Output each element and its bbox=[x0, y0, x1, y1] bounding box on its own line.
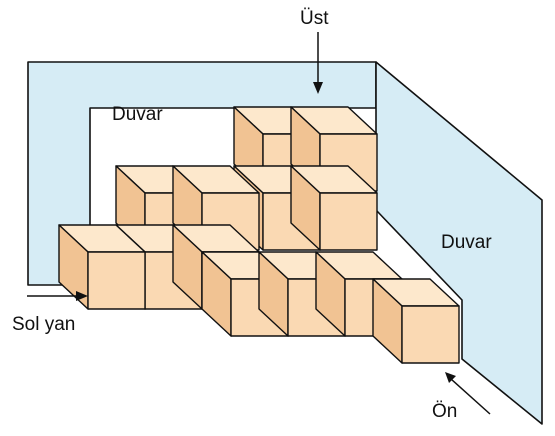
cube-front-face bbox=[319, 192, 378, 251]
cube-front-face bbox=[87, 251, 146, 310]
cube bbox=[290, 165, 378, 251]
back-wall-label: Duvar bbox=[112, 104, 163, 125]
left-side-label: Sol yan bbox=[12, 314, 75, 335]
front-label: Ön bbox=[432, 401, 457, 422]
right-wall-label: Duvar bbox=[441, 232, 492, 253]
front-arrow bbox=[445, 372, 491, 415]
top-label: Üst bbox=[300, 8, 329, 29]
cube-front-face bbox=[401, 305, 460, 364]
top-arrow bbox=[313, 32, 323, 94]
cube-stack bbox=[58, 106, 460, 364]
cube bbox=[372, 278, 460, 364]
cube bbox=[58, 224, 146, 310]
left-side-arrow bbox=[27, 291, 88, 301]
